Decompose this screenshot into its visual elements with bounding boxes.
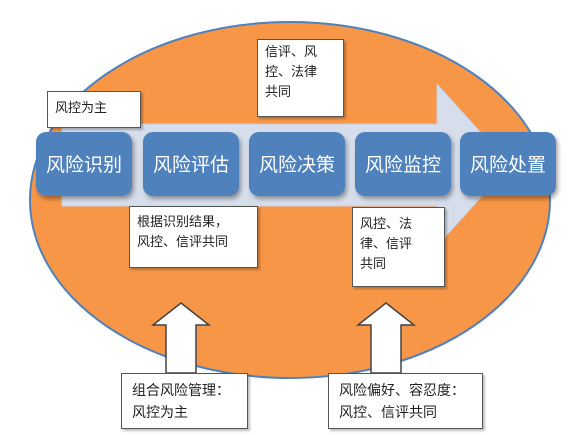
- step-label-decide: 风险决策: [259, 154, 335, 176]
- step-box-handle: 风险处置: [460, 132, 556, 196]
- step-box-assess: 风险评估: [143, 132, 239, 196]
- note-assess: 根据识别结果， 风控、信评共同: [129, 206, 258, 268]
- note-appetite: 风险偏好、容忍度： 风控、信评共同: [328, 373, 483, 429]
- step-label-monitor: 风险监控: [365, 154, 441, 176]
- up-arrow-icon: [355, 302, 417, 374]
- note-decision: 信评、风 控、法律 共同: [257, 39, 344, 117]
- step-box-identify: 风险识别: [36, 132, 132, 196]
- step-box-decide: 风险决策: [249, 132, 345, 196]
- note-identify: 风控为主: [47, 91, 141, 128]
- up-arrow-icon: [150, 302, 212, 374]
- step-label-assess: 风险评估: [153, 154, 229, 176]
- step-label-identify: 风险识别: [46, 154, 122, 176]
- note-portfolio: 组合风险管理： 风控为主: [121, 373, 248, 429]
- note-monitor: 风控、法 律、信评 共同: [352, 207, 445, 287]
- step-label-handle: 风险处置: [470, 154, 546, 176]
- step-box-monitor: 风险监控: [355, 132, 451, 196]
